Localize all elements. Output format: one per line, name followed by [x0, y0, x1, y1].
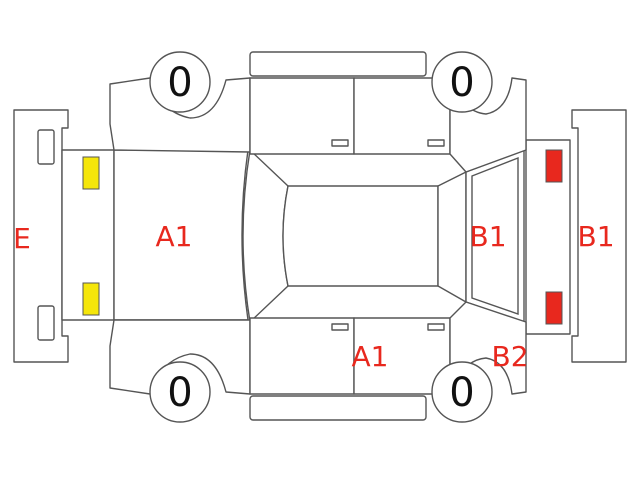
- label-rear-glass: B1: [469, 220, 506, 253]
- door-handle-bottom-front: [331, 323, 349, 331]
- headlight-marker-bottom: [82, 282, 100, 316]
- door-handle-bottom-rear: [427, 323, 445, 331]
- wheel-rear-right: [431, 361, 493, 423]
- label-door-right: A1: [352, 340, 389, 373]
- side-skirt-top: [249, 51, 427, 77]
- rear-glass-part: [437, 171, 467, 303]
- hood-part: [113, 149, 249, 321]
- front-bumper-slot-bottom: [37, 305, 55, 341]
- roof-part: [282, 185, 439, 287]
- wheel-rear-left: [431, 51, 493, 113]
- wheel-front-left: [149, 51, 211, 113]
- side-skirt-bottom: [249, 395, 427, 421]
- tire-count-rear-left: 0: [449, 60, 474, 106]
- door-handle-top-front: [331, 139, 349, 147]
- label-rear-bumper: B1: [577, 220, 614, 253]
- door-handle-top-rear: [427, 139, 445, 147]
- windshield-part: [242, 149, 289, 323]
- label-hood: A1: [156, 220, 193, 253]
- headlight-marker-top: [82, 156, 100, 190]
- tire-count-front-right: 0: [167, 370, 192, 416]
- rear-bumper-part: [571, 109, 627, 363]
- label-rear-quarter: B2: [491, 340, 528, 373]
- taillight-marker-top: [545, 149, 563, 183]
- wheel-front-right: [149, 361, 211, 423]
- taillight-marker-bottom: [545, 291, 563, 325]
- tire-count-front-left: 0: [167, 60, 192, 106]
- front-bumper-slot-top: [37, 129, 55, 165]
- front-bumper-part: [13, 109, 69, 363]
- trunk-inner: [471, 156, 519, 315]
- label-front-bumper: E: [13, 222, 31, 255]
- tire-count-rear-right: 0: [449, 370, 474, 416]
